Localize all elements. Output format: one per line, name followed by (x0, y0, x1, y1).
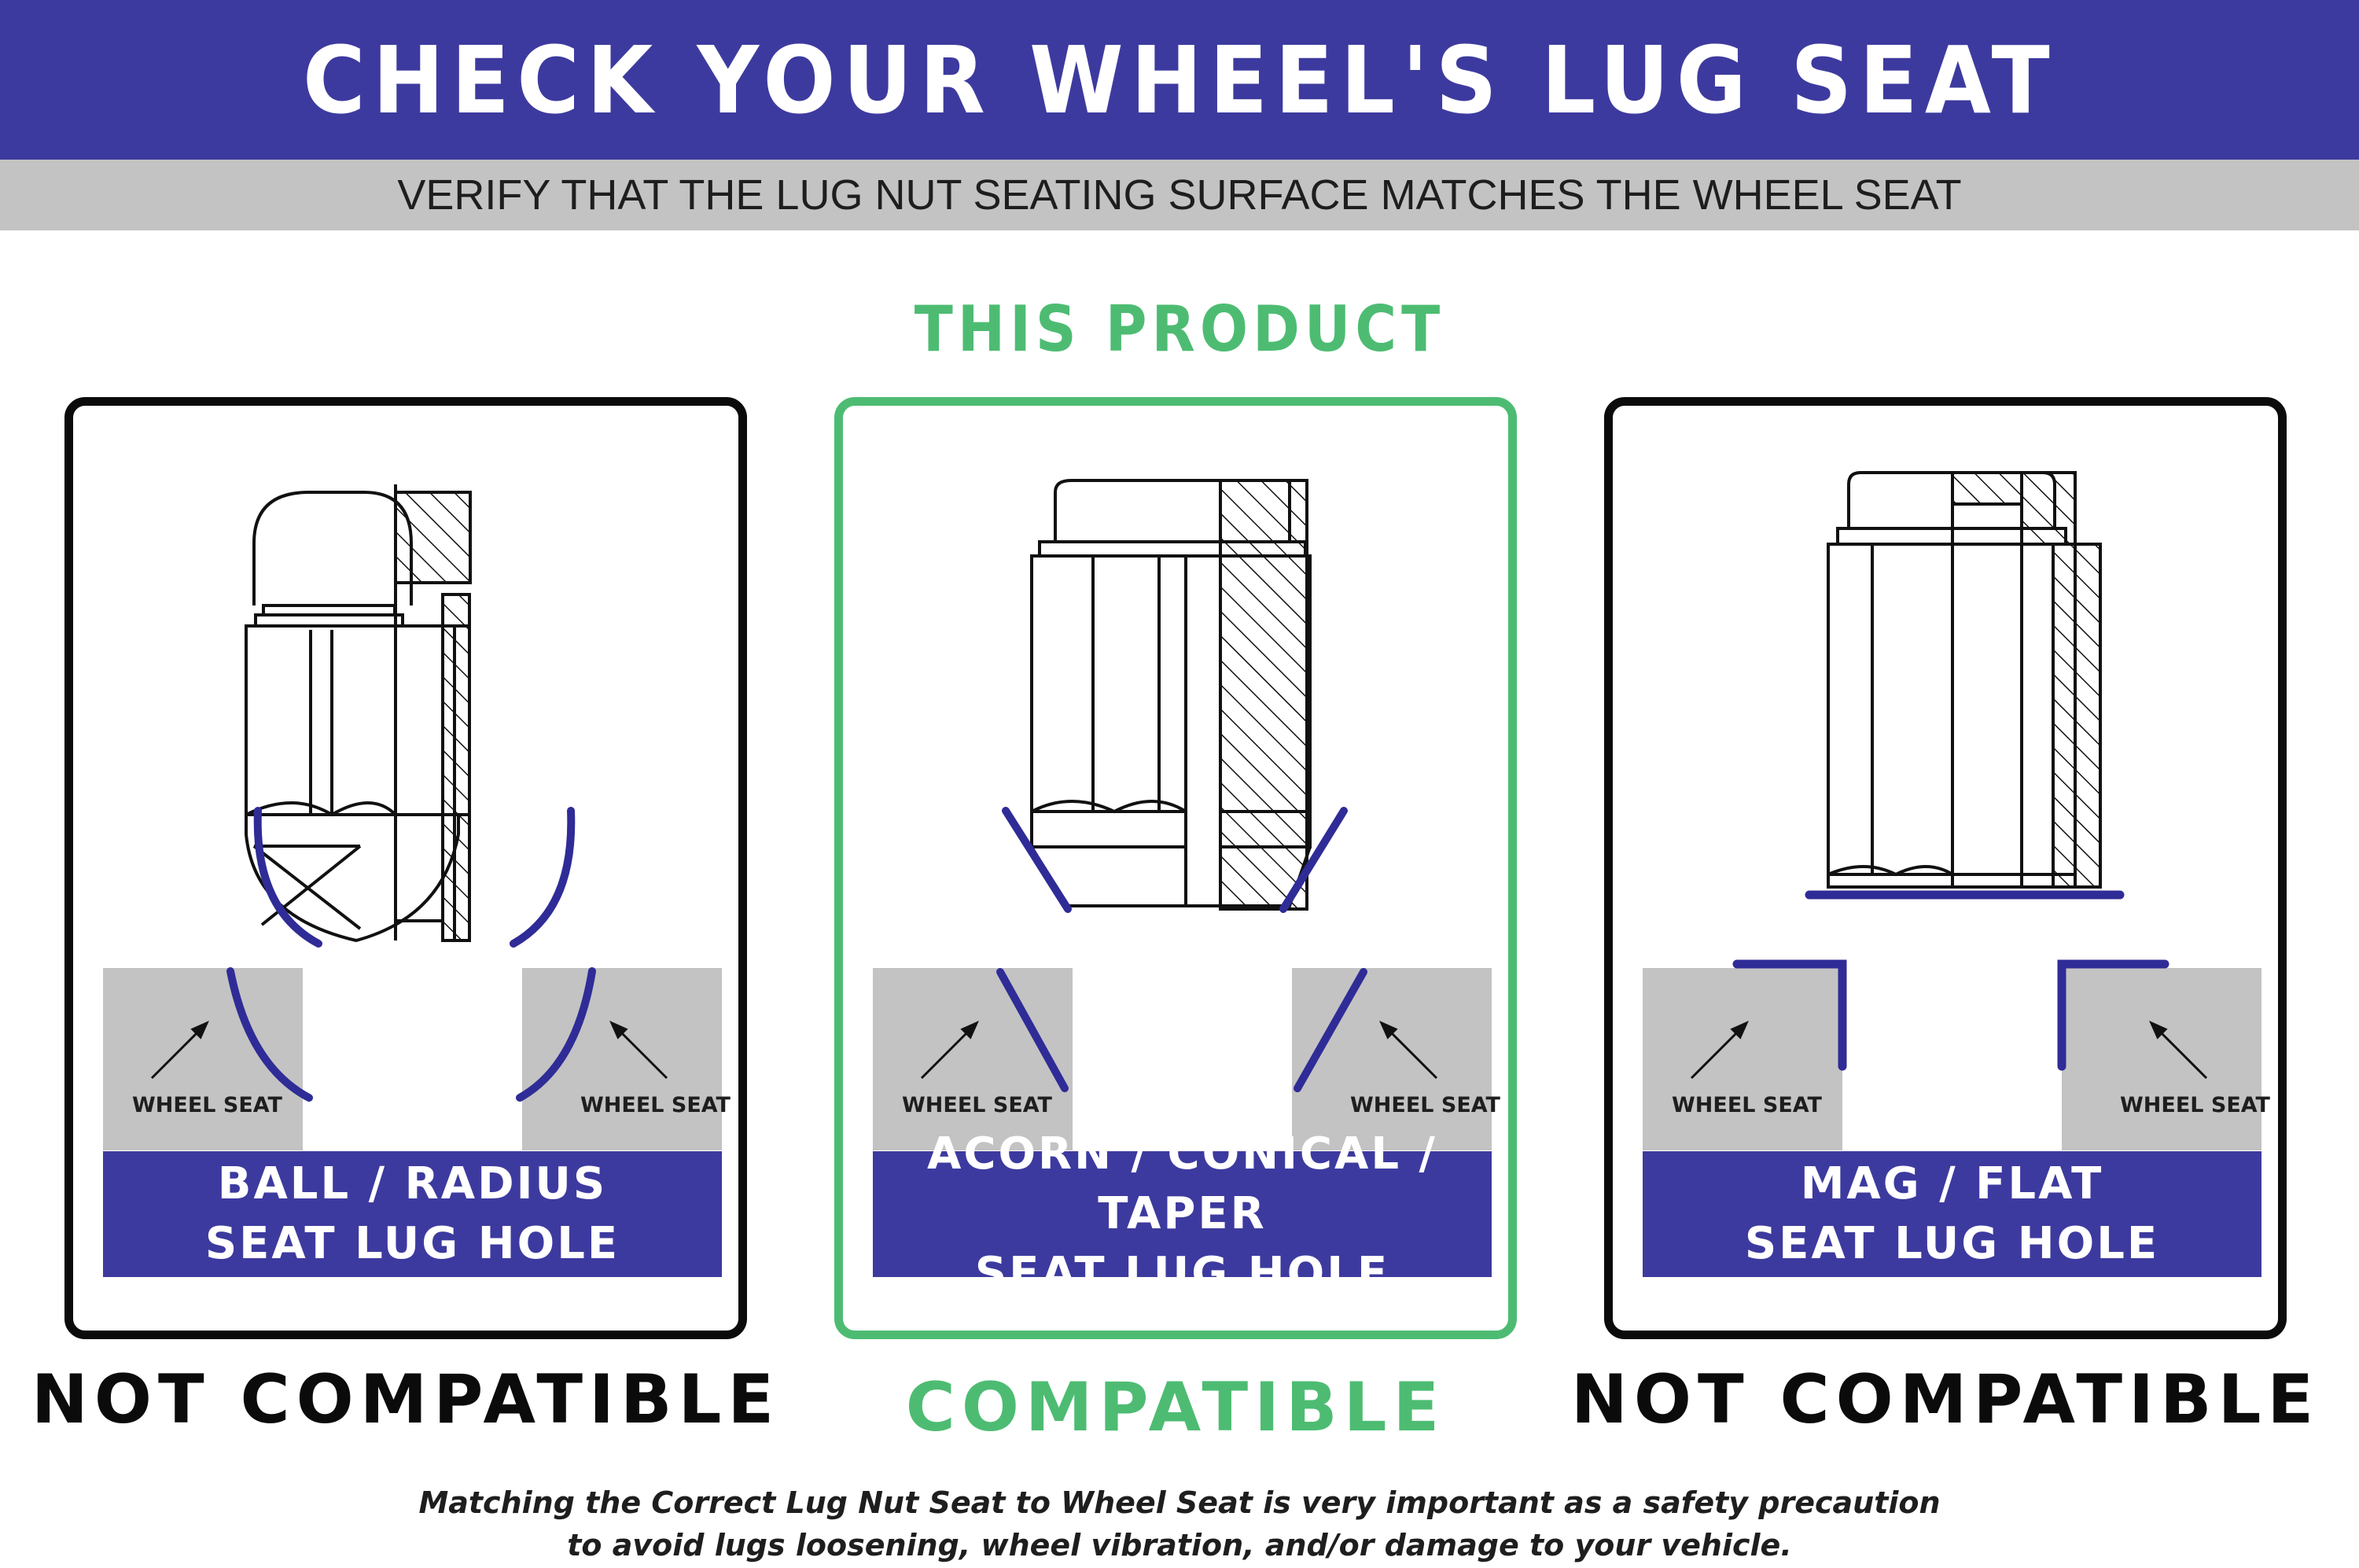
conical-seat-label: ACORN / CONICAL / TAPER SEAT LUG HOLE (873, 1128, 1492, 1299)
wheel-seat-block-right (522, 968, 722, 1150)
title-banner: CHECK YOUR WHEEL'S LUG SEAT (0, 0, 2359, 160)
page-subtitle: VERIFY THAT THE LUG NUT SEATING SURFACE … (397, 171, 1962, 219)
flat-seat-label-line2: SEAT LUG HOLE (1744, 1218, 2160, 1269)
footnote-line1: Matching the Correct Lug Nut Seat to Whe… (418, 1485, 1941, 1520)
ball-seat-panel: WHEEL SEAT WHEEL SEAT BALL / RADIUS SEAT… (64, 397, 747, 1339)
conical-seat-diagram (873, 479, 1492, 1277)
conical-seat-lug-nut (1030, 479, 1312, 911)
ball-seat-lug-nut (245, 484, 472, 943)
flat-seat-lines (1732, 890, 2169, 1071)
ball-seat-label-band (103, 1151, 722, 1277)
conical-seat-label-band (873, 1151, 1492, 1277)
page-title: CHECK YOUR WHEEL'S LUG SEAT (302, 25, 2057, 134)
ball-seat-label: BALL / RADIUS SEAT LUG HOLE (103, 1151, 722, 1277)
conical-seat-lines (996, 807, 1367, 1092)
wheel-seat-tag-right: WHEEL SEAT (1350, 1093, 1500, 1117)
wheel-seat-tag-right: WHEEL SEAT (2120, 1093, 2270, 1117)
wheel-seat-tag-left: WHEEL SEAT (132, 1093, 282, 1117)
ball-seat-verdict: NOT COMPATIBLE (31, 1360, 781, 1439)
conical-seat-label-line2: SEAT LUG HOLE (974, 1248, 1390, 1299)
wheel-seat-block-left (103, 968, 303, 1150)
ball-seat-label-line1: BALL / RADIUS (217, 1158, 608, 1209)
wheel-seat-arrows (920, 1021, 1438, 1080)
ball-seat-label-line2: SEAT LUG HOLE (204, 1218, 620, 1269)
this-product-tag: THIS PRODUCT (914, 293, 1445, 366)
wheel-seat-arrows (1690, 1021, 2208, 1080)
flat-seat-label-band (1643, 1151, 2261, 1277)
wheel-seat-tag-left: WHEEL SEAT (902, 1093, 1052, 1117)
wheel-seat-block-right (1292, 968, 1492, 1150)
wheel-seat-arrows (150, 1021, 668, 1080)
wheel-seat-block-left (873, 968, 1073, 1150)
wheel-seat-block-right (2062, 968, 2261, 1150)
footnote-line2: to avoid lugs loosening, wheel vibration… (567, 1528, 1792, 1562)
flat-seat-verdict: NOT COMPATIBLE (1570, 1360, 2320, 1439)
safety-footnote: Matching the Correct Lug Nut Seat to Whe… (236, 1482, 2123, 1566)
wheel-seat-block-left (1643, 968, 1842, 1150)
subtitle-bar: VERIFY THAT THE LUG NUT SEATING SURFACE … (0, 160, 2359, 230)
flat-seat-lug-nut (1827, 471, 2102, 889)
flat-seat-label-line1: MAG / FLAT (1800, 1158, 2104, 1209)
conical-seat-label-line1: ACORN / CONICAL / TAPER (927, 1128, 1437, 1239)
flat-seat-panel: WHEEL SEAT WHEEL SEAT MAG / FLAT SEAT LU… (1604, 397, 2287, 1339)
ball-seat-diagram (103, 484, 722, 1277)
flat-seat-label: MAG / FLAT SEAT LUG HOLE (1643, 1151, 2261, 1277)
flat-seat-diagram (1643, 471, 2261, 1277)
conical-seat-panel: WHEEL SEAT WHEEL SEAT ACORN / CONICAL / … (834, 397, 1517, 1339)
wheel-seat-tag-right: WHEEL SEAT (580, 1093, 731, 1117)
ball-seat-arcs (226, 807, 596, 1102)
wheel-seat-tag-left: WHEEL SEAT (1672, 1093, 1822, 1117)
conical-seat-verdict: COMPATIBLE (905, 1368, 1446, 1447)
